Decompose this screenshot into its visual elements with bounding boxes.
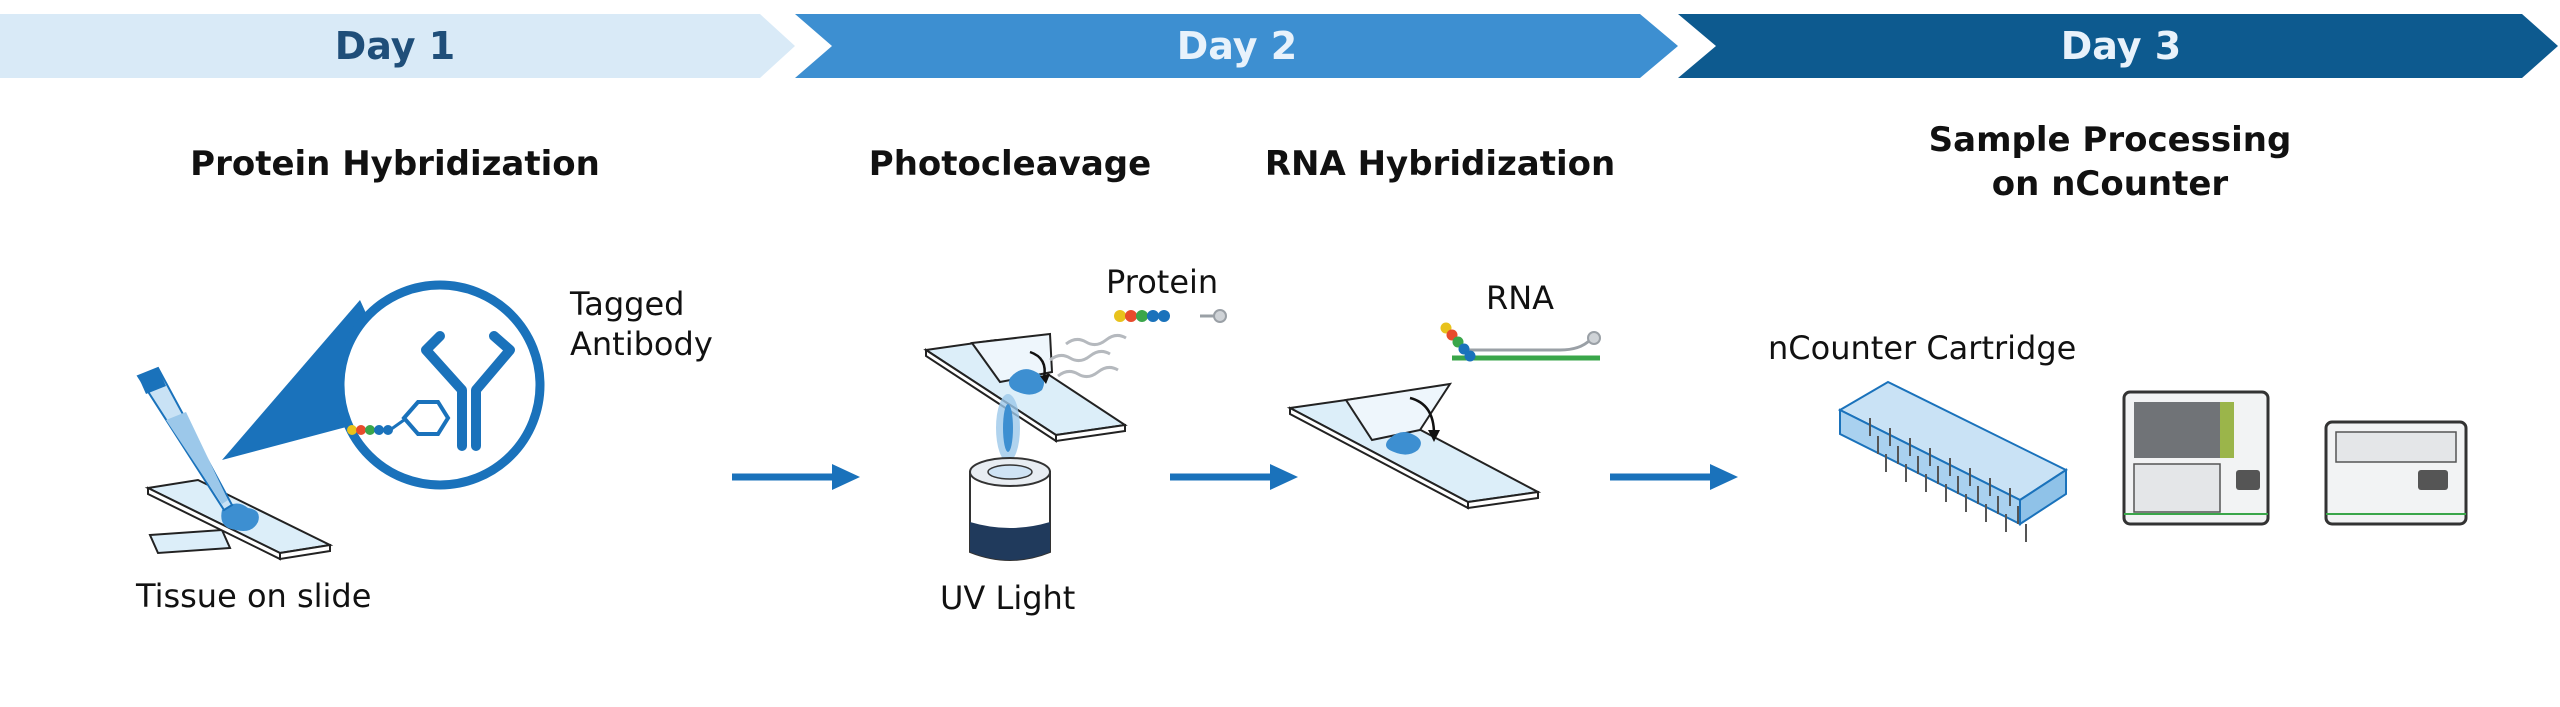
barcode-bead: [1125, 310, 1137, 322]
flow-arrow-3: [1610, 464, 1738, 490]
ncounter-cartridge-illustration: [1837, 380, 2069, 542]
barcode-bead: [1158, 310, 1170, 322]
step-title-sample-processing-line1: Sample Processing: [1928, 120, 2292, 160]
step-title-sample-processing-line2: on nCounter: [1991, 164, 2229, 204]
day2-label: Day 2: [1176, 24, 1298, 68]
barcode-bead: [374, 425, 384, 435]
step-title-rna-hybridization: RNA Hybridization: [1264, 144, 1616, 184]
antibody-magnifier: [222, 280, 545, 490]
day3-banner: [1678, 14, 2558, 78]
day1-banner: [0, 14, 795, 78]
step-title-sample-processing: Sample Processing on nCounter: [1860, 118, 2360, 206]
photocleavage-slide: [923, 309, 1227, 443]
day2-banner: [795, 14, 1678, 78]
ncounter-instrument: [2122, 390, 2468, 526]
barcode-bead: [383, 425, 393, 435]
label-tagged-antibody: Tagged Antibody: [570, 284, 713, 364]
barcode-bead: [356, 425, 366, 435]
uv-light-lamp: [969, 394, 1051, 561]
barcode-bead: [1147, 310, 1159, 322]
flow-arrow-2: [1170, 464, 1298, 490]
label-tagged-antibody-line1: Tagged: [570, 285, 685, 323]
barcode-bead: [347, 425, 357, 435]
day1-label: Day 1: [334, 24, 456, 68]
barcode-bead: [365, 425, 375, 435]
label-rna: RNA: [1486, 279, 1555, 317]
flow-arrow-1: [732, 464, 860, 490]
step-title-photocleavage: Photocleavage: [868, 144, 1152, 184]
barcode-bead: [1114, 310, 1126, 322]
barcode-bead: [1136, 310, 1148, 322]
label-ncounter-cartridge: nCounter Cartridge: [1768, 329, 2077, 367]
step-title-protein-hybridization: Protein Hybridization: [190, 144, 600, 184]
day3-label: Day 3: [2060, 24, 2182, 68]
tissue-slide-illustration: [136, 366, 334, 561]
label-protein: Protein: [1106, 263, 1219, 301]
label-tagged-antibody-line2: Antibody: [570, 325, 713, 363]
label-tissue-on-slide: Tissue on slide: [136, 577, 372, 615]
rna-slide: [1286, 322, 1601, 510]
label-uv-light: UV Light: [940, 579, 1076, 617]
barcode-bead: [1464, 350, 1476, 362]
